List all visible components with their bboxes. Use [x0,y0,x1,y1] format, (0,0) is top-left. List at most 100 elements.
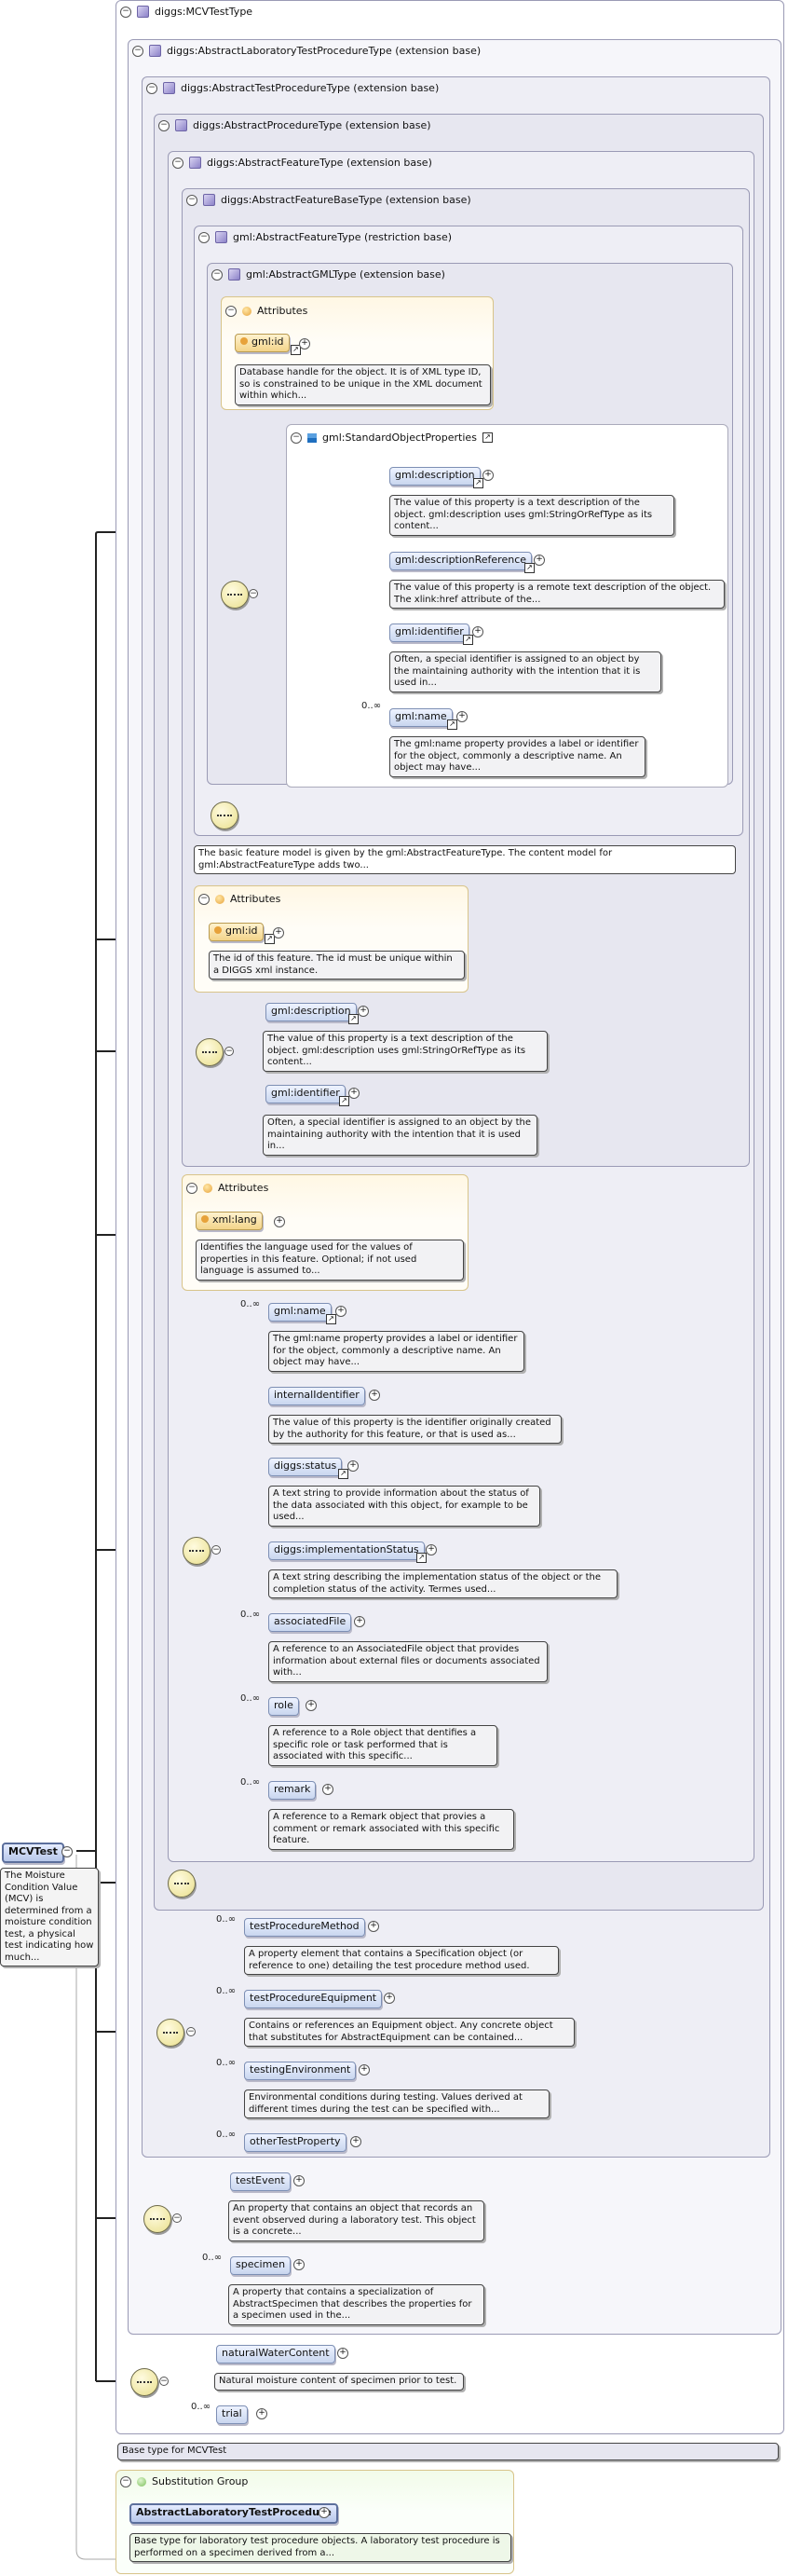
element-gml-name[interactable]: gml:name [268,1303,332,1322]
element-remark[interactable]: remark [268,1781,317,1800]
link-icon: ↗ [326,1314,336,1324]
collapse-toggle-icon[interactable]: − [211,268,223,281]
occurrence-label: 0..∞ [240,1299,261,1309]
attribute-gml-id[interactable]: gml:id [209,923,264,941]
expand-icon[interactable]: − [61,1846,73,1857]
sequence-icon [211,802,238,829]
collapse-toggle-icon[interactable]: − [158,119,170,131]
collapse-toggle-icon[interactable]: − [211,1545,221,1555]
collapse-toggle-icon[interactable]: − [172,2213,182,2223]
element-description: The gml:name property provides a label o… [268,1331,524,1372]
collapse-toggle-icon[interactable]: − [198,231,210,243]
expand-icon[interactable]: + [348,1088,360,1099]
attributes-header[interactable]: − Attributes [225,305,307,317]
expand-icon[interactable]: + [335,1306,346,1317]
collapse-toggle-icon[interactable]: − [224,1047,234,1056]
element-description: A property element that contains a Speci… [244,1946,559,1975]
collapse-toggle-icon[interactable]: − [159,2377,169,2386]
attributes-header[interactable]: − Attributes [186,1182,268,1194]
attributes-header[interactable]: − Attributes [198,893,280,905]
expand-icon[interactable]: + [273,927,284,939]
collapse-toggle-icon[interactable]: − [132,45,143,57]
expand-icon[interactable]: + [274,1216,285,1227]
element-testingenvironment[interactable]: testingEnvironment [244,2062,357,2080]
mcvtesttype-header[interactable]: − diggs:MCVTestType [120,6,252,18]
element-gml-description[interactable]: gml:description [389,467,481,486]
abstractproceduretype-header[interactable]: − diggs:AbstractProcedureType (extension… [158,119,431,131]
expand-icon[interactable]: + [347,1460,359,1472]
element-diggs-status[interactable]: diggs:status [268,1458,343,1476]
gml-abstractfeaturetype-header[interactable]: − gml:AbstractFeatureType (restriction b… [198,231,452,243]
element-specimen[interactable]: specimen [230,2256,292,2275]
collapse-toggle-icon[interactable]: − [186,1182,197,1194]
expand-icon[interactable]: + [256,2408,267,2419]
element-gml-identifier[interactable]: gml:identifier [265,1085,346,1103]
collapse-toggle-icon[interactable]: − [291,432,302,444]
standardobjectproperties-header[interactable]: − gml:StandardObjectProperties ↗ [291,432,493,444]
expand-icon[interactable]: + [293,2175,305,2186]
collapse-toggle-icon[interactable]: − [198,893,210,905]
element-testevent[interactable]: testEvent [230,2172,291,2191]
element-othertestproperty[interactable]: otherTestProperty [244,2133,346,2152]
element-testprocedureequipment[interactable]: testProcedureEquipment [244,1990,383,2008]
occurrence-label: 0..∞ [216,2058,237,2068]
expand-icon[interactable]: + [426,1544,437,1555]
abstracttestproceduretype-header[interactable]: − diggs:AbstractTestProcedureType (exten… [146,82,439,94]
sequence-icon [196,1038,224,1066]
attribute-icon [214,926,222,934]
expand-icon[interactable]: + [358,1006,369,1017]
attribute-xml-lang[interactable]: xml:lang [196,1212,263,1230]
element-internalidentifier[interactable]: internalIdentifier [268,1387,365,1405]
expand-icon[interactable]: + [534,555,545,566]
element-diggs-implementationstatus[interactable]: diggs:implementationStatus [268,1541,425,1560]
collapse-toggle-icon[interactable]: − [186,2027,196,2036]
element-gml-description[interactable]: gml:description [265,1003,357,1021]
gml-abstractgmltype-header[interactable]: − gml:AbstractGMLType (extension base) [211,268,445,281]
element-testproceduremethod[interactable]: testProcedureMethod [244,1918,365,1937]
collapse-toggle-icon[interactable]: − [249,589,258,598]
element-role[interactable]: role [268,1697,299,1716]
attribute-group-icon [242,306,251,316]
attribute-gml-id[interactable]: gml:id [235,334,290,352]
collapse-toggle-icon[interactable]: − [172,157,183,169]
expand-icon[interactable]: + [472,626,483,637]
expand-icon[interactable]: + [354,1616,365,1627]
root-element-mcvtest[interactable]: MCVTest [2,1843,64,1863]
link-icon: ↗ [416,1553,427,1563]
element-naturalwatercontent[interactable]: naturalWaterContent [216,2345,335,2364]
occurrence-label: 0..∞ [216,1986,237,1996]
sequence-icon [221,581,249,609]
element-associatedfile[interactable]: associatedFile [268,1613,352,1632]
expand-icon[interactable]: + [369,1390,380,1401]
element-description: A text string describing the implementat… [268,1569,618,1598]
expand-icon[interactable]: + [359,2064,370,2076]
expand-icon[interactable]: + [482,470,494,481]
expand-icon[interactable]: + [306,1700,317,1711]
collapse-toggle-icon[interactable]: − [120,2475,131,2487]
expand-icon[interactable]: + [384,1993,395,2004]
expand-icon[interactable]: + [337,2348,348,2359]
abstractfeaturetype-header[interactable]: − diggs:AbstractFeatureType (extension b… [172,157,432,169]
attribute-group-icon [215,894,224,904]
expand-icon[interactable]: + [368,1921,379,1932]
element-description: The value of this property is the identi… [268,1415,562,1444]
expand-icon[interactable]: + [299,338,310,349]
collapse-toggle-icon[interactable]: − [186,194,197,206]
element-gml-name[interactable]: gml:name [389,708,453,727]
abstractlaboratorytestproceduretype-header[interactable]: − diggs:AbstractLaboratoryTestProcedureT… [132,45,481,57]
expand-icon[interactable]: + [350,2136,361,2147]
attributes-label: Attributes [230,893,281,905]
element-abstractlaboratorytestprocedure[interactable]: AbstractLaboratoryTestProcedure [129,2503,338,2524]
collapse-toggle-icon[interactable]: − [225,305,237,317]
expand-icon[interactable]: + [456,711,468,722]
element-trial[interactable]: trial [216,2405,248,2424]
expand-icon[interactable]: + [322,1784,333,1795]
expand-icon[interactable]: + [319,2507,330,2518]
abstractfeaturebasetype-header[interactable]: − diggs:AbstractFeatureBaseType (extensi… [186,194,471,206]
substitution-group-header[interactable]: − Substitution Group [120,2475,248,2487]
element-gml-identifier[interactable]: gml:identifier [389,623,469,642]
collapse-toggle-icon[interactable]: − [120,6,131,18]
expand-icon[interactable]: + [293,2259,305,2270]
element-gml-descriptionreference[interactable]: gml:descriptionReference [389,552,533,570]
collapse-toggle-icon[interactable]: − [146,82,157,94]
